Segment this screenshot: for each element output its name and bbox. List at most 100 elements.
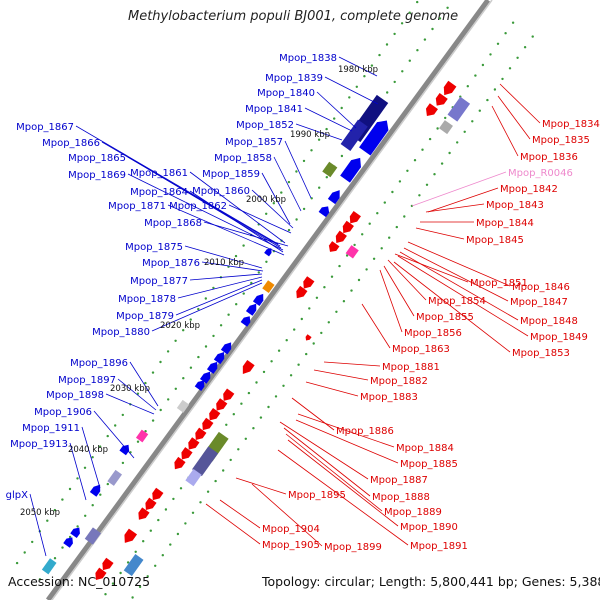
topology-text: Topology: circular; Length: 5,800,441 bp… [262, 574, 600, 589]
track-dot [398, 180, 402, 183]
reverse-gene-arrow [174, 456, 186, 470]
reverse-leader-line [387, 259, 427, 301]
track-dot [166, 350, 170, 353]
track-dot [154, 564, 157, 567]
track-dot [23, 551, 26, 554]
forward-gene-arrow-shape [63, 537, 73, 548]
forward-leader-line [189, 171, 286, 244]
reverse-gene-arrow-shape [223, 388, 235, 401]
forward-gene-label: Mpop_1861 [130, 168, 188, 179]
forward-gene-arrow-shape [89, 484, 101, 497]
reverse-leader-line [399, 251, 519, 321]
reverse-gene-label: Mpop_1884 [396, 443, 454, 454]
forward-leader-line [184, 245, 263, 269]
track-dot [151, 371, 155, 374]
forward-gene-arrow-shape [318, 206, 330, 218]
forward-leader-line [127, 156, 282, 249]
forward-leader-line [117, 378, 157, 411]
reverse-gene-arrow-shape [209, 408, 221, 421]
reverse-gene-arrow [152, 487, 164, 501]
reverse-gene-arrow [124, 528, 138, 543]
reverse-gene-arrow-shape [296, 285, 308, 299]
forward-gene-arrow-shape [359, 120, 389, 156]
reverse-gene-arrow-shape [152, 487, 164, 501]
forward-leader-line [295, 123, 343, 141]
track-dot [242, 244, 245, 247]
forward-gene-arrow [359, 120, 389, 156]
forward-leader-line [324, 76, 379, 105]
reverse-gene-arrow-shape [435, 93, 448, 106]
forward-gene-arrow [194, 380, 205, 391]
reverse-leader-line [285, 433, 383, 512]
reverse-gene-arrow [242, 359, 255, 374]
track-dot [418, 194, 421, 197]
track-dot [338, 264, 341, 268]
track-dot [68, 535, 72, 539]
track-dot [372, 257, 376, 260]
reverse-gene-arrow [202, 417, 214, 431]
reverse-feature-block [439, 120, 453, 135]
forward-gene-label: Mpop_1871 [108, 201, 166, 212]
reverse-gene-arrow-shape [335, 230, 347, 243]
reverse-gene-label: Mpop_1844 [476, 218, 534, 229]
forward-leader-line [29, 493, 47, 557]
track-dot [61, 546, 64, 549]
track-dot [504, 32, 507, 35]
track-dot [176, 532, 180, 536]
forward-leader-line [175, 279, 263, 316]
forward-feature-block-shape [135, 429, 149, 443]
forward-leader-line [261, 172, 291, 225]
track-dot [252, 427, 255, 430]
track-dot [463, 130, 466, 133]
track-dot [400, 22, 404, 25]
reverse-leader-line [313, 369, 369, 381]
track-dot [131, 596, 134, 599]
forward-gene-arrow-shape [213, 352, 225, 365]
track-dot [317, 138, 321, 141]
track-dot [342, 300, 346, 303]
track-dot [242, 292, 245, 295]
reverse-gene-arrow-shape [102, 557, 114, 571]
track-dot [406, 169, 409, 172]
reverse-gene-label: Mpop_1843 [486, 200, 544, 211]
track-dot [106, 434, 109, 438]
forward-gene-label: Mpop_1839 [265, 73, 323, 84]
reverse-gene-label: Mpop_1855 [416, 312, 474, 323]
reverse-feature-block [447, 96, 471, 122]
forward-gene-arrow [240, 316, 251, 327]
forward-gene-label: Mpop_1860 [192, 186, 250, 197]
track-dot [312, 342, 315, 345]
forward-leader-line [75, 125, 279, 245]
reverse-gene-label: Mpop_1895 [288, 490, 346, 501]
reverse-gene-arrow-shape [305, 334, 312, 341]
track-dot [214, 479, 217, 483]
track-dot [323, 286, 326, 289]
track-dot [318, 186, 321, 189]
reverse-gene-arrow [223, 388, 235, 401]
reverse-gene-arrow-shape [138, 507, 150, 520]
track-dot [393, 80, 396, 84]
forward-gene-arrow [213, 352, 225, 365]
track-dot [410, 204, 414, 208]
track-dot [393, 32, 396, 36]
reverse-leader-line [499, 83, 541, 124]
forward-gene-label: Mpop_1838 [279, 53, 337, 64]
gene-tracks [15, 0, 534, 600]
reverse-gene-arrow-shape [145, 497, 157, 510]
forward-leader-line [167, 204, 285, 256]
track-dot [98, 445, 102, 448]
forward-gene-label: Mpop_1898 [46, 390, 104, 401]
forward-gene-arrow [252, 293, 264, 307]
reverse-gene-arrow-shape [202, 417, 214, 431]
reverse-gene-label: Mpop_1899 [324, 542, 382, 553]
forward-gene-label: Mpop_1857 [225, 137, 283, 148]
track-dot [327, 321, 330, 324]
track-dot [330, 275, 334, 278]
forward-gene-label: Mpop_1877 [130, 276, 188, 287]
accession-text: Accession: NC_010725 [8, 574, 151, 589]
forward-gene-label: glpX [6, 490, 28, 501]
reverse-gene-arrow [296, 285, 308, 299]
track-dot [255, 381, 258, 384]
track-dot [240, 402, 243, 405]
